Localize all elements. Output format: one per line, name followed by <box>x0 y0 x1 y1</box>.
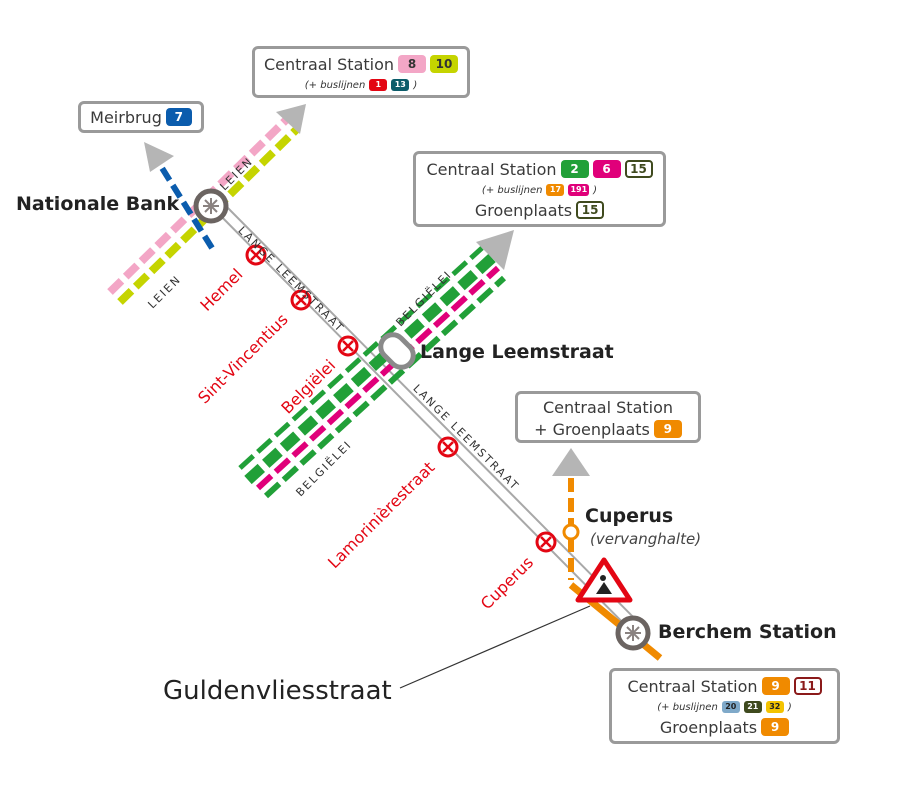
meirbrug-tram-line <box>144 142 215 250</box>
stop-berchem-station: Berchem Station <box>658 621 837 643</box>
line-badge-9: 9 <box>653 420 682 438</box>
destination-groenplaats: Groenplaats <box>659 717 758 737</box>
closed-stop-lamoriniere-icon <box>437 436 459 458</box>
line-badge-9: 9 <box>761 677 790 695</box>
line-badge-10: 10 <box>430 55 459 73</box>
destination-centraal-station: Centraal Station <box>542 397 674 417</box>
line-badge-8: 8 <box>398 55 427 73</box>
meirbrug-direction-arrow <box>144 142 174 172</box>
closed-stop-sint-vincentius-icon <box>290 289 312 311</box>
line-badge-6: 6 <box>592 160 621 178</box>
bus-suffix: ) <box>413 79 418 91</box>
line-badge-11: 11 <box>793 677 822 695</box>
destination-box-centraal-station-belgielei: Centraal Station 2 6 15 (+ buslijnen 17 … <box>413 151 666 227</box>
destination-groenplaats: Groenplaats <box>474 200 573 220</box>
closed-stop-hemel-icon <box>245 244 267 266</box>
destination-box-meirbrug: Meirbrug 7 <box>78 101 204 133</box>
stop-cuperus: Cuperus <box>585 505 674 527</box>
destination-box-berchem: Centraal Station 9 11 (+ buslijnen 20 21… <box>609 668 840 744</box>
destination-centraal-station: Centraal Station <box>627 676 758 696</box>
line-badge-9-groenplaats: 9 <box>761 718 790 736</box>
roadworks-warning-icon <box>575 557 633 603</box>
cuperus-direction-arrow <box>552 448 590 476</box>
line-badge-2: 2 <box>560 160 589 178</box>
destination-box-cuperus: Centraal Station + Groenplaats 9 <box>515 391 701 443</box>
bus-prefix: (+ buslijnen <box>304 79 366 91</box>
belgielei-tram-line <box>238 230 514 499</box>
closed-stop-belgielei-icon <box>337 335 359 357</box>
guldenvliesstraat-pointer <box>399 605 591 689</box>
stop-cuperus-note: (vervanghalte) <box>590 530 702 548</box>
destination-box-centraal-station-leien: Centraal Station 8 10 (+ buslijnen 1 13 … <box>252 46 470 98</box>
cuperus-replacement-stop-icon <box>562 523 580 541</box>
bus-suffix: ) <box>593 184 598 196</box>
nationale-bank-station-icon <box>193 188 229 224</box>
bus-badge-20: 20 <box>721 701 740 713</box>
bus-badge-17: 17 <box>546 184 565 196</box>
line-badge-15-groenplaats: 15 <box>576 201 605 219</box>
destination-centraal-station: Centraal Station <box>426 159 557 179</box>
bus-badge-32: 32 <box>765 701 784 713</box>
bus-suffix: ) <box>787 701 792 713</box>
destination-meirbrug: Meirbrug <box>90 107 162 127</box>
line-badge-15: 15 <box>624 160 653 178</box>
lange-leemstraat-station-icon <box>378 332 416 370</box>
stop-guldenvliesstraat: Guldenvliesstraat <box>163 676 392 706</box>
destination-centraal-station: Centraal Station <box>263 54 395 74</box>
closed-stop-cuperus-icon <box>535 531 557 553</box>
bus-badge-13: 13 <box>391 79 410 91</box>
stop-nationale-bank: Nationale Bank <box>16 193 180 215</box>
line-badge-7: 7 <box>165 108 192 126</box>
bus-badge-1: 1 <box>369 79 388 91</box>
bus-prefix: (+ buslijnen <box>657 701 718 713</box>
leien-direction-arrow <box>276 104 306 134</box>
berchem-station-icon <box>615 615 651 651</box>
destination-groenplaats: + Groenplaats <box>534 419 650 439</box>
belgielei-direction-arrow <box>476 230 514 270</box>
stop-lange-leemstraat: Lange Leemstraat <box>420 341 614 363</box>
closed-stop-markers <box>245 244 557 553</box>
bus-badge-21: 21 <box>743 701 762 713</box>
bus-badge-191: 191 <box>568 184 590 196</box>
bus-prefix: (+ buslijnen <box>481 184 543 196</box>
